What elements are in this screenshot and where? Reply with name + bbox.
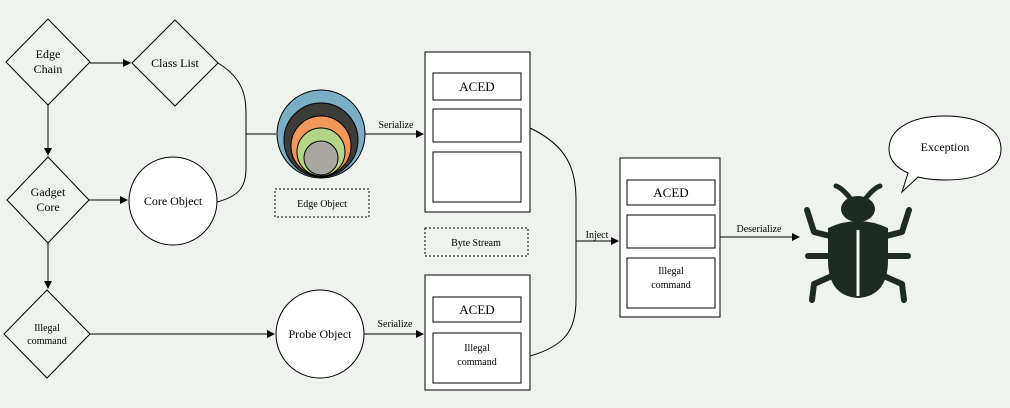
edge-chain-label-1: Edge — [36, 47, 61, 61]
deserialize-edge: Deserialize — [720, 224, 800, 241]
edge-chain-label-2: Chain — [34, 62, 63, 76]
edge-object-caption: Edge Object — [274, 188, 370, 218]
deserialize-label: Deserialize — [737, 224, 783, 235]
edge-chain-node: Edge Chain — [5, 18, 91, 106]
merged-stream-header-text: ACED — [653, 185, 688, 200]
bug-icon — [804, 183, 912, 303]
top-stream-header — [432, 72, 522, 101]
serialize-top-label: Serialize — [379, 120, 415, 131]
byte-stream-caption: Byte Stream — [424, 227, 529, 257]
exception-label: Exception — [921, 140, 970, 154]
core-object-node: Core Object — [128, 156, 218, 246]
illegal-command-label-1: Illegal — [34, 323, 60, 334]
merged-stream-field — [626, 214, 716, 249]
bottom-stream-payload-1: Illegal — [464, 343, 490, 354]
inject-brace — [529, 127, 577, 357]
class-list-label: Class List — [151, 56, 199, 70]
serialize-top-edge: Serialize — [365, 120, 424, 138]
bottom-stream-box: ACED Illegal command — [424, 274, 531, 391]
ring-core — [303, 140, 339, 176]
bottom-stream-header — [432, 296, 522, 323]
illegal-command-label-2: command — [27, 336, 66, 347]
byte-stream-caption-text: Byte Stream — [451, 238, 501, 249]
top-stream-field-1 — [432, 108, 522, 143]
brace-merge-edge — [216, 62, 247, 203]
gadget-core-node: Gadget Core — [6, 156, 90, 244]
probe-object-node: Probe Object — [275, 289, 365, 379]
top-stream-field-2 — [432, 151, 522, 203]
bottom-stream-payload — [432, 332, 522, 384]
probe-object-label: Probe Object — [289, 327, 353, 341]
gadget-core-label-1: Gadget — [31, 185, 66, 199]
speech-bubble-icon: Exception — [888, 115, 1002, 194]
top-stream-header-text: ACED — [459, 79, 494, 94]
core-object-label: Core Object — [144, 194, 203, 208]
serialize-bottom-label: Serialize — [378, 319, 414, 330]
merged-stream-payload-1: Illegal — [658, 266, 684, 277]
left-connectors — [44, 59, 276, 338]
edge-object-rings — [276, 89, 366, 179]
illegal-command-node: Illegal command — [3, 289, 91, 379]
top-stream-box: ACED — [424, 51, 531, 213]
bottom-stream-payload-2: command — [457, 357, 496, 368]
merged-stream-box: ACED Illegal command — [619, 157, 721, 318]
bottom-stream-header-text: ACED — [459, 302, 494, 317]
inject-label: Inject — [586, 230, 609, 241]
merged-stream-header — [626, 179, 716, 206]
serialize-bottom-edge: Serialize — [364, 319, 424, 338]
class-list-node: Class List — [131, 19, 219, 107]
edge-object-caption-text: Edge Object — [297, 199, 347, 210]
gadget-core-label-2: Core — [36, 200, 59, 214]
inject-edge — [529, 127, 619, 357]
merged-stream-payload-2: command — [651, 280, 690, 291]
merged-stream-payload — [626, 257, 716, 309]
